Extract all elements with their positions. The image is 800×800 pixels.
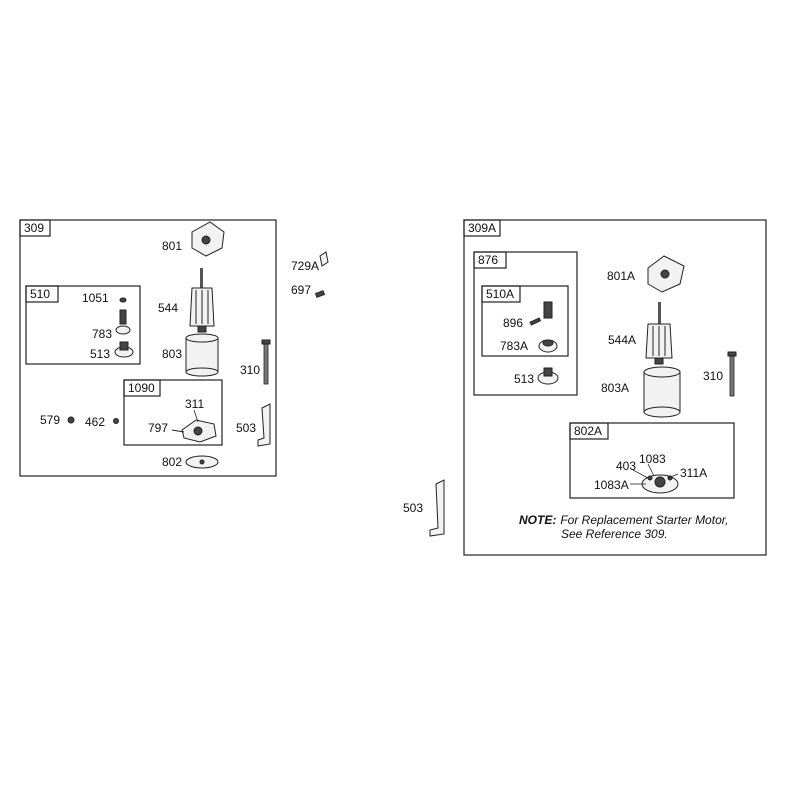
subkit-1090-frame xyxy=(123,379,223,446)
part-310-bolt-right xyxy=(727,351,737,397)
part-544-armature xyxy=(189,268,215,333)
part-544a-armature xyxy=(645,302,673,365)
part-801-end-cap xyxy=(191,221,225,257)
part-783-gear xyxy=(115,309,131,335)
label-1051: 1051 xyxy=(82,291,109,305)
subkit-802a-group: 802A 403 1083 311A 1083A xyxy=(569,422,735,499)
subkit-510-frame xyxy=(25,285,141,365)
loose-parts: 729A 697 503 xyxy=(291,251,445,537)
part-783a-gear xyxy=(538,339,558,353)
label-503-loose: 503 xyxy=(403,501,423,515)
label-783a: 783A xyxy=(500,339,528,353)
part-503-loose-bracket xyxy=(429,479,445,537)
subkit-1090-tag-box xyxy=(123,379,161,397)
label-403: 403 xyxy=(616,459,636,473)
part-896 xyxy=(529,317,542,326)
part-462 xyxy=(113,418,119,424)
subkit-876-frame xyxy=(473,251,578,396)
part-801a-end-cap xyxy=(647,255,685,293)
part-797-brush-plate xyxy=(171,419,217,443)
subkit-802a-tag-box xyxy=(569,422,609,440)
part-802a-brush-plate xyxy=(641,474,679,494)
part-729a xyxy=(319,251,329,267)
label-1083: 1083 xyxy=(639,452,666,466)
part-513-pinion-right xyxy=(537,367,559,385)
part-310-bolt xyxy=(261,339,271,385)
label-803: 803 xyxy=(162,347,182,361)
subkit-876-tag: 876 xyxy=(478,253,498,267)
label-513: 513 xyxy=(90,347,110,361)
subkit-510a-frame xyxy=(481,285,569,357)
part-513-pinion xyxy=(114,341,134,358)
label-803a: 803A xyxy=(601,381,629,395)
kit-309a-tag: 309A xyxy=(468,221,496,235)
subkit-802a-frame xyxy=(569,422,735,499)
subkit-1090-tag: 1090 xyxy=(128,381,155,395)
part-803a-housing xyxy=(643,366,681,418)
label-544: 544 xyxy=(158,301,178,315)
label-310: 310 xyxy=(240,363,260,377)
label-801a: 801A xyxy=(607,269,635,283)
note-line-1: NOTE: For Replacement Starter Motor, xyxy=(519,513,728,527)
label-797: 797 xyxy=(148,421,168,435)
kit-309a-tag-box xyxy=(463,219,501,237)
subkit-510a-tag: 510A xyxy=(486,287,514,301)
label-310-right: 310 xyxy=(703,369,723,383)
label-311a: 311A xyxy=(680,466,707,480)
kit-309-frame xyxy=(19,219,277,477)
label-896: 896 xyxy=(503,316,523,330)
label-579: 579 xyxy=(40,413,60,427)
part-803-housing xyxy=(185,333,219,377)
subkit-510-tag: 510 xyxy=(30,287,50,301)
label-513-right: 513 xyxy=(514,372,534,386)
label-311: 311 xyxy=(185,397,204,411)
part-697 xyxy=(314,290,326,298)
subkit-1090-group: 1090 311 797 xyxy=(123,379,223,446)
part-802-plate xyxy=(185,455,219,469)
part-579 xyxy=(67,416,75,424)
kit-309-group: 309 801 544 803 310 xyxy=(19,219,277,477)
subkit-802a-tag: 802A xyxy=(574,424,602,438)
label-802: 802 xyxy=(162,455,182,469)
note-prefix: NOTE: xyxy=(519,513,556,527)
subkit-510a-group: 510A 896 783A xyxy=(481,285,569,357)
subkit-510a-tag-box xyxy=(481,285,521,303)
note-text-1: For Replacement Starter Motor, xyxy=(560,513,728,527)
part-1051 xyxy=(119,297,127,303)
kit-309-tag: 309 xyxy=(24,221,44,235)
subkit-876-group: 876 510A 896 783A xyxy=(473,251,578,396)
label-783: 783 xyxy=(92,327,112,341)
label-729a: 729A xyxy=(291,259,319,273)
label-503: 503 xyxy=(236,421,256,435)
note-line-2: See Reference 309. xyxy=(561,527,668,541)
label-801: 801 xyxy=(162,239,182,253)
replacement-note: NOTE: For Replacement Starter Motor, See … xyxy=(519,513,728,541)
subkit-510-tag-box xyxy=(25,285,59,303)
label-697: 697 xyxy=(291,283,311,297)
part-510a-spring xyxy=(543,301,553,319)
kit-309a-group: 309A 801A 544A 803A 310 xyxy=(463,219,767,556)
part-503-bracket xyxy=(257,403,271,447)
subkit-510-group: 510 1051 783 513 xyxy=(25,285,141,365)
kit-309-tag-box xyxy=(19,219,51,237)
subkit-876-tag-box xyxy=(473,251,507,269)
label-544a: 544A xyxy=(608,333,636,347)
kit-309a-frame xyxy=(463,219,767,556)
label-1083a: 1083A xyxy=(594,478,629,492)
label-462: 462 xyxy=(85,415,105,429)
